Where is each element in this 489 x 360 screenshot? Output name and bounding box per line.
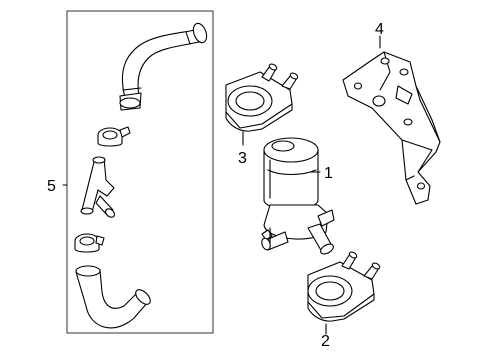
leader-lines <box>62 35 381 335</box>
callout-5: 5 <box>47 178 56 195</box>
hose-clamp-lower[interactable] <box>74 233 105 253</box>
y-connector[interactable] <box>80 156 116 219</box>
lower-hose[interactable] <box>75 265 153 329</box>
pump-bracket-lower[interactable] <box>307 251 381 322</box>
callout-3: 3 <box>238 150 247 167</box>
hose-clamp-upper[interactable] <box>97 126 131 147</box>
kit-box <box>66 10 214 334</box>
callout-4: 4 <box>375 21 384 38</box>
pump-bracket-upper[interactable] <box>225 63 299 132</box>
mounting-bracket[interactable] <box>342 51 441 205</box>
auxiliary-water-pump[interactable] <box>260 137 335 256</box>
callout-1: 1 <box>324 165 333 182</box>
callout-2: 2 <box>321 333 330 350</box>
hose-kit-group <box>66 10 214 334</box>
upper-hose[interactable] <box>119 22 209 111</box>
